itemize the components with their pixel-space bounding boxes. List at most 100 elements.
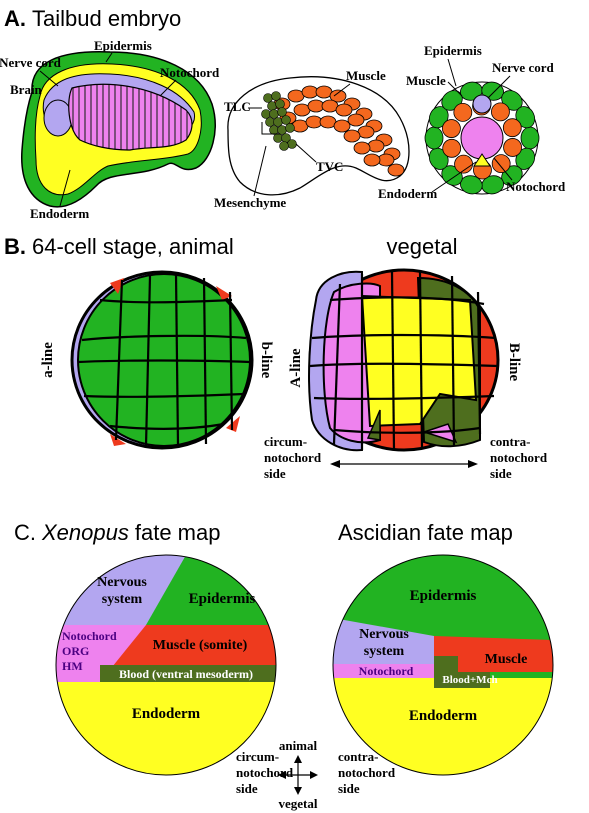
muscle-cell — [315, 85, 333, 99]
leader-line — [333, 83, 351, 97]
muscle-cell — [442, 138, 462, 158]
xen-label-notochord-1: Notochord — [62, 629, 117, 643]
muscle-cell — [291, 119, 309, 133]
tlc-cell — [277, 107, 287, 117]
tlc-cell — [271, 91, 281, 101]
leader-line — [105, 52, 113, 63]
label-circum-b-3: side — [264, 466, 286, 481]
axis-animal-label: animal — [279, 738, 318, 753]
axis-circum-3: side — [236, 781, 258, 796]
label-tlc: TLC — [224, 99, 251, 114]
label-contra-b-2: notochord — [490, 450, 548, 465]
cell-boundary — [174, 273, 180, 447]
vegetal-cell-outlines — [309, 271, 499, 451]
label-muscle-cross: Muscle — [406, 73, 446, 88]
xen-label-muscle: Muscle (somite) — [153, 638, 248, 653]
muscle-cell — [503, 138, 522, 157]
label-circum-b-1: circum- — [264, 434, 307, 449]
label-endoderm-cross: Endoderm — [378, 186, 437, 201]
leader-line — [261, 122, 280, 135]
cell-boundary — [332, 283, 342, 445]
cell-boundary — [476, 291, 482, 435]
label-B-line: B-line — [506, 343, 522, 382]
muscle-cell — [491, 154, 511, 174]
label-contra-b-3: side — [490, 466, 512, 481]
xen-blood-region — [100, 665, 276, 682]
tailbud-sagittal-diagram — [21, 51, 216, 208]
tlc-cell — [267, 101, 277, 111]
tlc-cell — [281, 115, 291, 125]
leader-line — [447, 81, 463, 97]
vegetal-embryo — [308, 268, 500, 452]
asc-label-epidermis: Epidermis — [410, 588, 477, 604]
tlc-cell — [277, 125, 287, 135]
axis-circum-2: notochord — [236, 765, 294, 780]
muscle-cell — [387, 163, 405, 177]
tlc-cell — [263, 93, 273, 103]
axis-compass-arrows — [278, 755, 318, 795]
muscle-cell — [333, 119, 351, 133]
leader-line — [159, 79, 177, 97]
label-nerve-cord-a: Nerve cord — [0, 55, 62, 70]
cell-boundary — [309, 362, 499, 368]
animal-cell-outlines — [77, 273, 251, 447]
xen-label-nervous-1: Nervous — [97, 575, 147, 590]
leader-line — [39, 70, 59, 87]
muscle-cell — [357, 125, 375, 139]
axis-contra-3: side — [338, 781, 360, 796]
label-notochord-a: Notochord — [160, 65, 220, 80]
asc-outline — [332, 554, 554, 776]
xen-notochord-region — [56, 625, 146, 682]
label-contra-b-1: contra- — [490, 434, 530, 449]
animal-embryo — [70, 270, 254, 450]
cell-boundary — [202, 277, 208, 445]
panel-a-letter: A. — [4, 6, 26, 31]
label-muscle-a: Muscle — [346, 68, 386, 83]
muscle-cell — [287, 89, 305, 103]
cross-endoderm — [473, 153, 491, 167]
xenopus-italic: Xenopus — [41, 520, 129, 545]
ascidian-fate-map — [333, 555, 553, 775]
label-b-line: b-line — [258, 342, 274, 379]
cell-boundary — [311, 333, 497, 340]
leader-line — [447, 58, 457, 87]
label-nerve-cord-cross: Nerve cord — [492, 60, 554, 75]
tlc-cell — [261, 109, 271, 119]
xen-outline — [55, 554, 277, 776]
label-endoderm-a: Endoderm — [30, 206, 89, 221]
label-brain: Brain — [10, 82, 43, 97]
muscle-cell — [329, 89, 347, 103]
muscle-cell — [367, 139, 385, 153]
cross-notochord — [460, 116, 504, 160]
cell-boundary — [99, 298, 233, 304]
asc-blood-region — [434, 656, 490, 688]
tlc-cell — [287, 139, 297, 149]
tlc-cell — [269, 125, 279, 135]
axis-contra-1: contra- — [338, 749, 378, 764]
label-A-line: A-line — [288, 348, 304, 388]
epidermis-cell — [424, 126, 444, 150]
epidermis-cell — [520, 126, 540, 150]
muscle-cell — [363, 153, 381, 167]
cell-boundary — [228, 291, 234, 431]
muscle-cell — [491, 102, 510, 122]
panel-c-letter: C. — [14, 520, 36, 545]
asc-label-muscle: Muscle — [485, 652, 528, 667]
xen-label-nervous-2: system — [102, 592, 143, 607]
asc-label-notochord: Notochord — [359, 664, 414, 678]
muscle-cell — [321, 99, 339, 113]
animal-red-patch — [216, 286, 232, 300]
panel-b-vegetal-title: vegetal — [387, 234, 458, 259]
asc-notochord-region — [333, 664, 434, 678]
tlc-cell — [273, 117, 283, 127]
animal-red-patch — [110, 434, 126, 446]
leader-line — [431, 161, 477, 193]
xenopus-title-rest: fate map — [135, 520, 221, 545]
label-epidermis-cross: Epidermis — [424, 43, 482, 58]
muscle-cell — [347, 113, 365, 127]
asc-label-blood: Blood+Mch — [442, 674, 497, 686]
leader-line — [487, 75, 511, 99]
muscle-cell — [293, 103, 311, 117]
xen-label-blood: Blood (ventral mesoderm) — [119, 667, 253, 681]
label-tvc: TVC — [316, 159, 343, 174]
